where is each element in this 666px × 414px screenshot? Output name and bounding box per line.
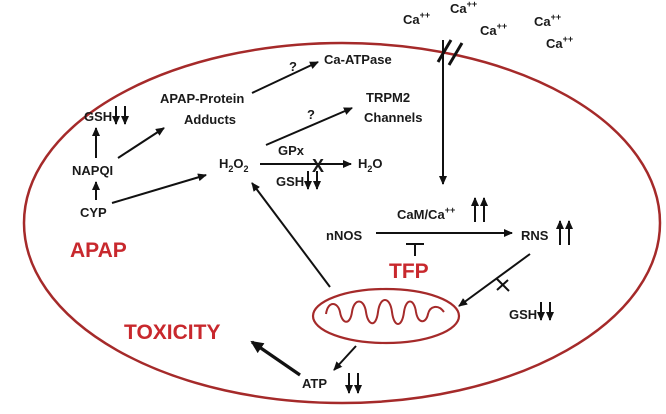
- calcium-channel: [436, 39, 464, 66]
- gsh-rns-inhibition-bar: [496, 278, 510, 292]
- h2o-label: H2O: [358, 156, 383, 174]
- atp-to-toxicity-arrow: [250, 340, 301, 377]
- channels-label: Channels: [364, 110, 423, 125]
- gsh-gpx-label: GSH: [276, 174, 304, 189]
- nnos-label: nNOS: [326, 228, 362, 243]
- h2o2-label: H2O2: [219, 156, 249, 174]
- napqi-to-adducts-arrow: [117, 127, 165, 159]
- rns-to-mitochondria-arrow: [458, 253, 531, 307]
- mitochondria-to-h2o2-arrow: [251, 182, 331, 288]
- cam-ca-label: CaM/Ca++: [397, 205, 455, 222]
- cyp-to-h2o2-arrow: [111, 173, 207, 204]
- gpx-inhibition-x: X: [312, 156, 324, 176]
- h2o2-to-trpm2-arrow: [265, 107, 353, 146]
- apap-protein-label: APAP-Protein: [160, 91, 244, 106]
- ca-atpase-question: ?: [289, 59, 297, 74]
- rns-up-arrows: [556, 220, 573, 245]
- cyp-label: CYP: [80, 205, 107, 220]
- gpx-label: GPx: [278, 143, 305, 158]
- gsh-napqi-label: GSH: [84, 109, 112, 124]
- atp-label: ATP: [302, 376, 327, 391]
- gsh-gpx-down-arrows: [304, 171, 321, 190]
- adducts-to-ca-atpase-arrow: [251, 61, 319, 94]
- extracellular-calcium: Ca++ Ca++ Ca++ Ca++ Ca++: [403, 0, 573, 51]
- gsh-napqi-down-arrows: [112, 106, 129, 125]
- rns-label: RNS: [521, 228, 549, 243]
- mitochondrion: [311, 287, 461, 345]
- mitochondria-to-atp-arrow: [333, 345, 357, 371]
- ca-atpase-label: Ca-ATPase: [324, 52, 392, 67]
- svg-text:Ca++: Ca++: [480, 21, 507, 38]
- trpm2-question: ?: [307, 107, 315, 122]
- tfp-label: TFP: [389, 260, 429, 283]
- napqi-label: NAPQI: [72, 163, 113, 178]
- adducts-label: Adducts: [184, 112, 236, 127]
- tfp-inhibition-bar: [406, 243, 424, 256]
- apap-label: APAP: [70, 239, 127, 262]
- cam-up-arrows: [471, 197, 488, 222]
- svg-text:Ca++: Ca++: [450, 0, 477, 16]
- toxicity-label: TOXICITY: [124, 321, 220, 344]
- atp-down-arrows: [345, 373, 362, 394]
- svg-text:Ca++: Ca++: [534, 12, 561, 29]
- gsh-rns-down-arrows: [537, 302, 554, 321]
- trpm2-label: TRPM2: [366, 90, 410, 105]
- svg-text:Ca++: Ca++: [403, 10, 430, 27]
- cell-membrane: [22, 41, 662, 405]
- gsh-rns-label: GSH: [509, 307, 537, 322]
- svg-text:Ca++: Ca++: [546, 34, 573, 51]
